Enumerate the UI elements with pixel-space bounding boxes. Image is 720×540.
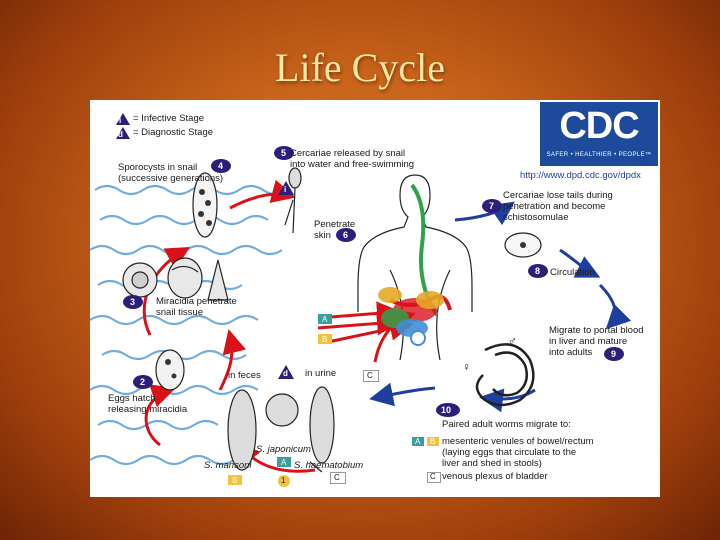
step-num-1: 1 [281,476,286,485]
step-num-8: 8 [535,266,541,276]
male-symbol: ♂ [508,334,517,348]
letter-badge-c [427,472,441,483]
body-letter-a: A [322,315,328,324]
destination-ab: mesenteric venules of bowel/rectum (layi… [442,436,594,469]
egg-letter-c: C [334,473,340,482]
host-cycle-arrows [369,201,632,413]
legend-diagnostic: = Diagnostic Stage [133,127,214,138]
diagram-graphics [90,167,632,473]
step-label-8: Circulation [550,267,595,278]
cercaria-illustration [284,167,302,234]
step-label-4: Sporocysts in snail (successive generati… [118,162,224,184]
step-label-5: Cercariae released by snail into water a… [290,148,415,170]
destination-c: venous plexus of bladder [442,471,548,482]
egg-badge-b [228,475,242,485]
diagnostic-symbol-letter: d [118,130,123,139]
step-label-9: Migrate to portal blood in liver and mat… [549,325,644,358]
egg-letter-a: A [281,458,287,467]
step-label-7: Cercariae lose tails during penetration … [503,190,613,223]
step-badge-1 [278,475,290,487]
egg-label-haematobium: S. haematobium [294,460,364,471]
letter-c: C [430,472,436,481]
schistosomulum-illustration [504,232,542,258]
step-label-2: Eggs hatch releasing miracidia [108,393,188,415]
miracidium-illustration [155,349,185,391]
step-num-10: 10 [441,405,452,415]
body-letter-b: B [322,335,328,344]
eggs-in-feces-label: in feces [228,370,261,381]
step-label-6: Penetrate skin [314,219,356,241]
body-badge-c [363,370,379,382]
step-num-3: 3 [130,297,136,307]
step-label-10: Paired adult worms migrate to: [442,419,571,430]
egg-label-mansoni: S. mansoni [204,460,252,471]
egg-badge-a [277,457,291,467]
life-cycle-diagram: CDC SAFER • HEALTHIER • PEOPLE™ http://w… [90,100,660,497]
cdc-url: http://www.dpd.cdc.gov/dpdx [520,170,641,181]
step-num-5: 5 [281,148,287,158]
cdc-logo-letters: CDC [559,105,639,147]
eggs-in-urine-label: in urine [305,368,337,379]
diagnostic-symbol-icon [116,127,130,139]
step-num-4: 4 [218,161,224,171]
body-badge-a [318,314,332,324]
infective-marker-letter: i [284,185,287,194]
egg-illustrations [227,386,335,473]
adult-worms-illustration [475,343,535,407]
body-letter-c: C [367,371,373,380]
cdc-logo: CDC SAFER • HEALTHIER • PEOPLE™ [540,102,658,166]
water-waves [90,184,288,466]
legend-infective: = Infective Stage [133,113,205,124]
step-num-2: 2 [140,377,146,387]
letter-badge-a [412,437,424,446]
step-num-6: 6 [343,230,349,240]
letter-b: B [430,437,436,446]
step-num-7: 7 [489,201,495,211]
egg-badge-c [330,472,346,484]
snail-illustrations [122,257,229,301]
step-label-3: Miracidia penetrate snail tissue [156,296,237,318]
egg-letter-b: B [232,476,238,485]
intestines [378,287,444,346]
sporocyst-illustration [192,172,218,238]
egg-label-japonicum: S. japonicum [256,444,311,455]
infective-symbol-letter: i [119,116,122,125]
diagnostic-marker-letter: d [283,369,288,378]
letter-a: A [415,437,421,446]
step-num-9: 9 [611,349,617,359]
cdc-slogan: SAFER • HEALTHIER • PEOPLE™ [546,152,652,158]
body-badge-b [318,334,332,344]
letter-badge-b [427,437,439,446]
slide-title: Life Cycle [275,45,445,90]
female-symbol: ♀ [462,360,471,374]
infective-symbol-icon [116,113,130,125]
